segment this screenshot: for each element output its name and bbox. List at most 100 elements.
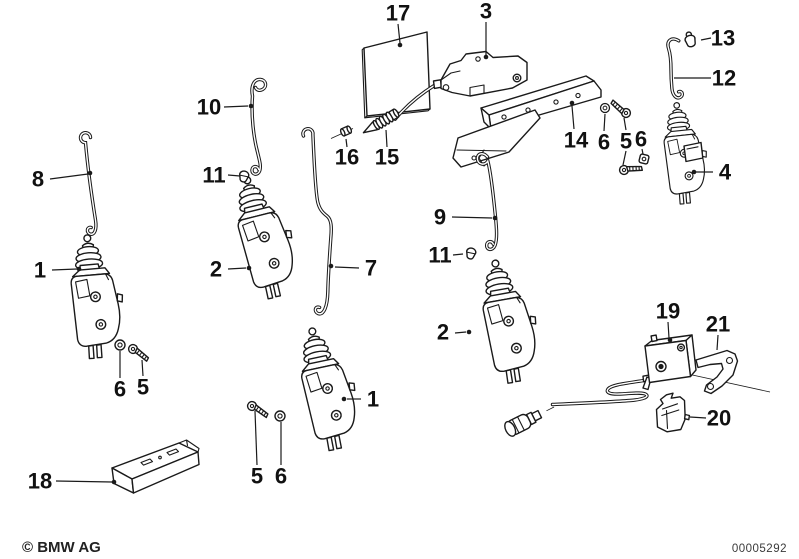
part-label-7: 7 xyxy=(328,256,377,281)
leader-line xyxy=(716,334,719,351)
part-label-6-center: 6 xyxy=(275,422,287,489)
part-label-1-left: 1 xyxy=(34,258,82,283)
grommet-11-right xyxy=(464,246,478,261)
part-number-text: 17 xyxy=(386,1,410,26)
leader-line xyxy=(622,150,627,166)
part-label-5-left: 5 xyxy=(137,359,149,400)
leader-line xyxy=(452,253,464,256)
actuator-4-latch-plate xyxy=(683,141,704,163)
part-number-text: 5 xyxy=(251,464,263,489)
doc-number-text: 00005292 xyxy=(732,543,787,555)
leader-line xyxy=(603,113,606,132)
rod-7 xyxy=(301,127,333,316)
leader-dot xyxy=(492,215,498,221)
leader-dot xyxy=(691,169,697,175)
part-label-11-left: 11 xyxy=(202,163,241,188)
part-label-10: 10 xyxy=(197,95,254,120)
part-number-text: 3 xyxy=(480,0,492,24)
leader-line xyxy=(451,216,493,219)
copyright-text: © BMW AG xyxy=(22,539,101,556)
leader-line xyxy=(227,174,241,177)
part-number-text: 4 xyxy=(719,160,732,185)
part-number-text: 1 xyxy=(367,387,379,412)
part-label-11-right: 11 xyxy=(428,243,464,268)
leader-line xyxy=(667,321,670,339)
leader-line xyxy=(254,410,258,466)
cable-19 xyxy=(550,378,649,407)
sleeve-nut-16 xyxy=(339,125,353,137)
ball-pin-13 xyxy=(684,31,696,48)
part-label-20: 20 xyxy=(689,406,731,431)
part-label-5-center: 5 xyxy=(251,410,263,489)
part-number-text: 6 xyxy=(635,127,647,152)
leader-line xyxy=(334,266,360,269)
part-label-4: 4 xyxy=(691,160,732,185)
part-number-text: 6 xyxy=(275,464,287,489)
part-number-text: 15 xyxy=(375,145,399,170)
leader-dot xyxy=(87,170,93,176)
leader-line xyxy=(55,480,113,483)
part-number-text: 6 xyxy=(114,377,126,402)
leader-dot xyxy=(76,266,82,272)
part-number-text: 10 xyxy=(197,95,221,120)
leader-dot xyxy=(341,396,347,402)
part-label-21: 21 xyxy=(706,312,730,351)
screw-5-rail-upper xyxy=(607,99,634,120)
leader-dot xyxy=(667,337,673,343)
screw-5-center xyxy=(245,399,271,419)
leader-line xyxy=(227,267,247,270)
part-number-text: 18 xyxy=(28,469,52,494)
cable-plug xyxy=(504,406,555,437)
part-number-text: 13 xyxy=(711,26,735,51)
part-number-text: 2 xyxy=(437,320,449,345)
leader-line xyxy=(141,359,144,377)
part-label-5-rail: 5 xyxy=(620,117,632,166)
part-label-14: 14 xyxy=(564,100,589,153)
part-label-17: 17 xyxy=(386,1,410,48)
part-number-text: 2 xyxy=(210,257,222,282)
leader-line xyxy=(689,416,707,419)
rod-10 xyxy=(250,77,268,176)
leader-line xyxy=(49,173,89,180)
leader-line xyxy=(397,23,401,44)
leader-line xyxy=(51,268,78,271)
leader-dot xyxy=(569,100,575,106)
leader-line xyxy=(385,129,388,148)
nut-6-rail xyxy=(638,153,650,165)
leader-line xyxy=(345,138,348,148)
leader-line xyxy=(454,331,467,334)
part-label-15: 15 xyxy=(375,129,399,170)
part-number-text: 6 xyxy=(598,130,610,155)
part-label-6-left: 6 xyxy=(114,351,126,402)
label-sheet-17 xyxy=(361,31,431,119)
fork-bracket-21 xyxy=(695,349,739,395)
part-number-text: 5 xyxy=(620,129,632,154)
actuator-1-center xyxy=(291,321,368,454)
part-label-2-right: 2 xyxy=(437,320,472,345)
part-number-text: 16 xyxy=(335,145,359,170)
part-number-text: 5 xyxy=(137,375,149,400)
part-label-1-center: 1 xyxy=(341,387,379,412)
part-number-text: 11 xyxy=(202,163,225,188)
rod-8 xyxy=(78,131,98,236)
part-number-text: 20 xyxy=(707,406,731,431)
leader-dot xyxy=(248,103,254,109)
part-label-19: 19 xyxy=(656,299,680,343)
leader-dot xyxy=(397,42,403,48)
part-label-8: 8 xyxy=(32,167,93,192)
leader-line xyxy=(700,37,712,41)
mounting-bracket-14 xyxy=(452,75,602,168)
part-number-text: 21 xyxy=(706,312,730,337)
part-number-text: 11 xyxy=(428,243,451,268)
adjuster-15 xyxy=(362,108,400,134)
part-label-12: 12 xyxy=(674,66,736,91)
rod-9 xyxy=(475,152,499,252)
clip-20 xyxy=(655,392,691,433)
part-number-text: 7 xyxy=(365,256,377,281)
leader-line xyxy=(623,117,627,131)
leader-line xyxy=(571,105,575,130)
control-unit-3 xyxy=(432,50,528,97)
